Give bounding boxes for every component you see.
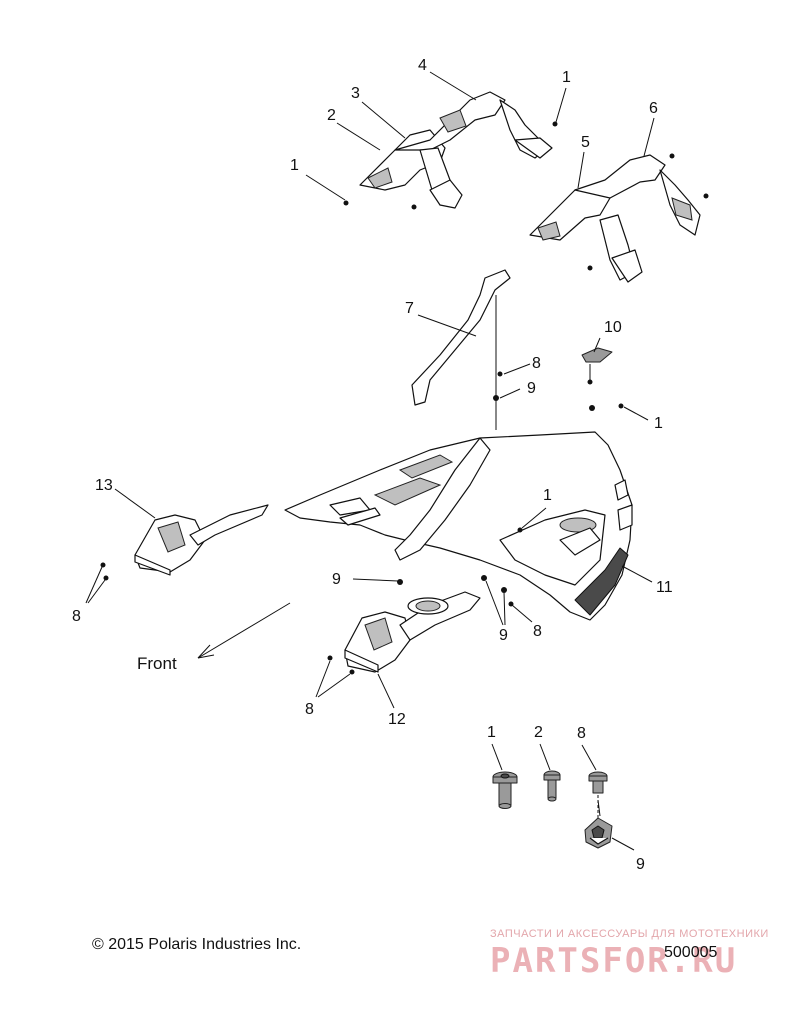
callout-4: 4	[418, 57, 427, 74]
callout-1-d: 1	[543, 487, 552, 504]
part-10-cap	[581, 347, 613, 363]
bolt-8	[588, 771, 608, 818]
front-label: Front	[137, 654, 177, 673]
bolt-1	[492, 771, 518, 809]
callout-10: 10	[604, 319, 622, 336]
callout-12: 12	[388, 711, 406, 728]
upper-right-bracket-assembly	[529, 154, 701, 283]
callout-9-a: 9	[527, 380, 536, 397]
svg-text:PARTSFOR.RU: PARTSFOR.RU	[490, 942, 737, 976]
part-7-trim-strip	[411, 269, 511, 406]
callout-3: 3	[351, 85, 360, 102]
callout-1-a: 1	[290, 157, 299, 174]
fastener-dots	[100, 121, 709, 675]
callout-8-b: 8	[533, 623, 542, 640]
watermark-tagline: ЗАПЧАСТИ И АКСЕССУАРЫ ДЛЯ МОТОТЕХНИКИ	[490, 928, 769, 940]
callout-2: 2	[327, 107, 336, 124]
callout-1-b: 1	[562, 69, 571, 86]
callout-9-b: 9	[332, 571, 341, 588]
part-13-left-bracket	[134, 504, 269, 576]
callout-7: 7	[405, 300, 414, 317]
detail-callout-8: 8	[577, 725, 586, 742]
callout-8-d: 8	[305, 701, 314, 718]
upper-left-bracket-assembly	[359, 91, 553, 209]
front-direction-arrow	[197, 602, 291, 659]
callout-13: 13	[95, 477, 113, 494]
leader-lines	[85, 71, 655, 851]
detail-callout-1: 1	[487, 724, 496, 741]
detail-callout-9: 9	[636, 856, 645, 873]
callout-8-a: 8	[532, 355, 541, 372]
detail-callout-2: 2	[534, 724, 543, 741]
callout-11: 11	[656, 579, 673, 596]
hardware-detail: 1 2 8 9	[487, 724, 645, 873]
partsfor-watermark-logo: PARTSFOR.RU	[490, 942, 737, 976]
copyright-text: © 2015 Polaris Industries Inc.	[92, 936, 302, 953]
part-12-right-bracket	[344, 591, 481, 673]
clip-nut-9	[584, 817, 613, 849]
part-11-main-body-panel	[284, 431, 633, 621]
callout-9-c: 9	[499, 627, 508, 644]
callout-labels: 1 2 3 4 1 5 6 7 8 9 10 1 1 11 9 9 8 13 8…	[72, 57, 673, 728]
callout-5: 5	[581, 134, 590, 151]
callout-6: 6	[649, 100, 658, 117]
diagram-number: 500005	[664, 944, 718, 961]
callout-1-c: 1	[654, 415, 663, 432]
callout-8-c: 8	[72, 608, 81, 625]
screw-2	[543, 770, 561, 802]
